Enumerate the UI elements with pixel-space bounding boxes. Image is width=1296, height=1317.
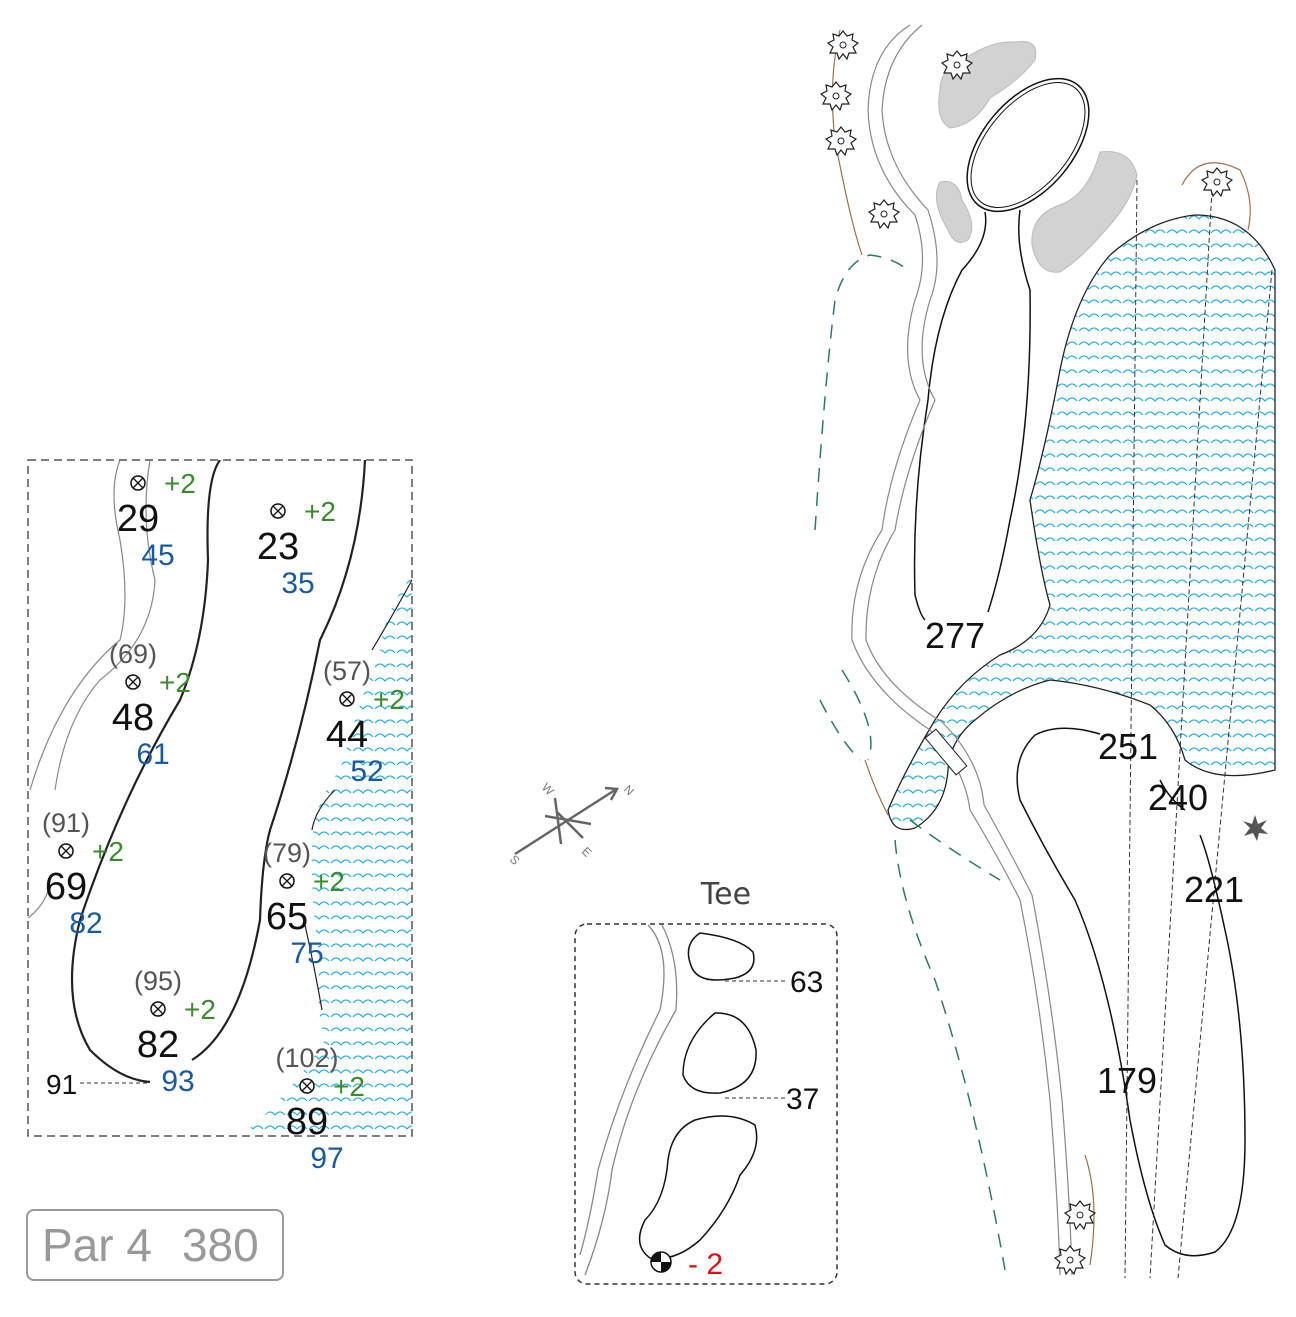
hole-map: 277 251 240 221 179: [814, 24, 1276, 1279]
carry-adjustment: +2: [92, 836, 124, 867]
sprinkler-icon: [299, 1078, 315, 1094]
compass-w: W: [539, 780, 557, 798]
sprinkler-icon: [130, 475, 146, 491]
tee-marker-label: - 2: [688, 1248, 723, 1281]
tee-box: [682, 1012, 757, 1094]
marker: (91) +2 69 82: [42, 808, 124, 940]
back-distance: 97: [310, 1142, 343, 1175]
tee-box: [687, 932, 755, 981]
par-yardage-box: Par 4 380: [26, 1209, 284, 1281]
carry-adjustment: +2: [313, 866, 345, 897]
marker: (57) +2 44 52: [323, 656, 405, 788]
tree-icon: [827, 30, 859, 60]
back-distance: 35: [281, 567, 314, 600]
distance-221: 221: [1184, 869, 1244, 910]
carry-adjustment: +2: [304, 496, 336, 527]
water-hazard: [240, 575, 412, 1136]
back-distance: 75: [290, 937, 323, 970]
tree-icon: [820, 81, 852, 111]
sprinkler-icon: [150, 1001, 166, 1017]
water-hazard: [887, 214, 1276, 831]
front-distance: 89: [286, 1101, 328, 1143]
back-distance: 82: [69, 907, 102, 940]
marker: (95) +2 82 93: [134, 966, 216, 1098]
back-distance: 93: [161, 1065, 194, 1098]
distance-240: 240: [1148, 777, 1208, 818]
tee-box: [638, 1115, 758, 1260]
front-distance: 29: [117, 498, 159, 540]
total-distance: (91): [42, 808, 90, 838]
cart-path: [851, 24, 1073, 1276]
tee-distance-37: 37: [786, 1083, 819, 1116]
tree-icon: [825, 126, 857, 156]
front-distance: 69: [45, 866, 87, 908]
back-distance: 45: [141, 539, 174, 572]
marker: (102) +2 89 97: [275, 1043, 364, 1175]
back-distance: 52: [350, 755, 383, 788]
marker: (69) +2 48 61: [109, 639, 191, 771]
tree-icon: [1201, 167, 1233, 197]
total-distance: (102): [275, 1043, 338, 1073]
distance-179: 179: [1097, 1060, 1157, 1101]
bunker: [1031, 150, 1138, 273]
carry-adjustment: +2: [164, 468, 196, 499]
bunker: [935, 180, 973, 243]
sprinkler-icon: [270, 503, 286, 519]
carry-adjustment: +2: [333, 1071, 365, 1102]
shrub-icon: [1243, 815, 1268, 841]
distance-277: 277: [925, 615, 985, 656]
sprinkler-icon: [279, 873, 295, 889]
total-distance: (69): [109, 639, 157, 669]
sprinkler-icon: [339, 691, 355, 707]
compass-rose: N E S W: [507, 780, 637, 868]
compass-n: N: [621, 782, 637, 798]
carry-adjustment: +2: [184, 994, 216, 1025]
back-distance: 61: [136, 738, 169, 771]
tree-icon: [868, 199, 900, 229]
front-distance: 44: [326, 714, 368, 756]
compass-e: E: [579, 844, 595, 860]
marker: (79) +2 65 75: [263, 838, 345, 970]
sprinkler-icon: [125, 674, 141, 690]
front-distance: 23: [257, 526, 299, 568]
green-depth-label: 91: [46, 1069, 77, 1100]
par-label: Par 4: [42, 1219, 152, 1271]
front-distance: 65: [266, 896, 308, 938]
total-distance: (95): [134, 966, 182, 996]
tee-inset-title: Tee: [700, 877, 751, 912]
front-distance: 82: [137, 1024, 179, 1066]
compass-s: S: [507, 852, 523, 868]
tee-marker-icon: [650, 1251, 672, 1273]
fairway-edge: [913, 209, 1031, 621]
putting-green: [966, 77, 1090, 213]
tee-inset: Tee 63 37 - 2: [574, 877, 838, 1285]
distance-251: 251: [1098, 726, 1158, 767]
yardage-label: 380: [181, 1219, 259, 1271]
fairway-edge: [1016, 727, 1246, 1257]
cart-path: [28, 460, 156, 919]
total-distance: (57): [323, 656, 371, 686]
total-distance: (79): [263, 838, 311, 868]
carry-adjustment: +2: [159, 667, 191, 698]
green-edge: [70, 460, 367, 1084]
tee-distance-63: 63: [790, 966, 823, 999]
green-detail-panel: +2 29 45 +2 23 35 (69) +2 48 61 (57) +2 …: [27, 459, 413, 1175]
carry-adjustment: +2: [373, 684, 405, 715]
front-distance: 48: [112, 697, 154, 739]
marker: +2 23 35: [257, 496, 336, 600]
marker: +2 29 45: [117, 468, 196, 572]
sprinkler-icon: [58, 843, 74, 859]
